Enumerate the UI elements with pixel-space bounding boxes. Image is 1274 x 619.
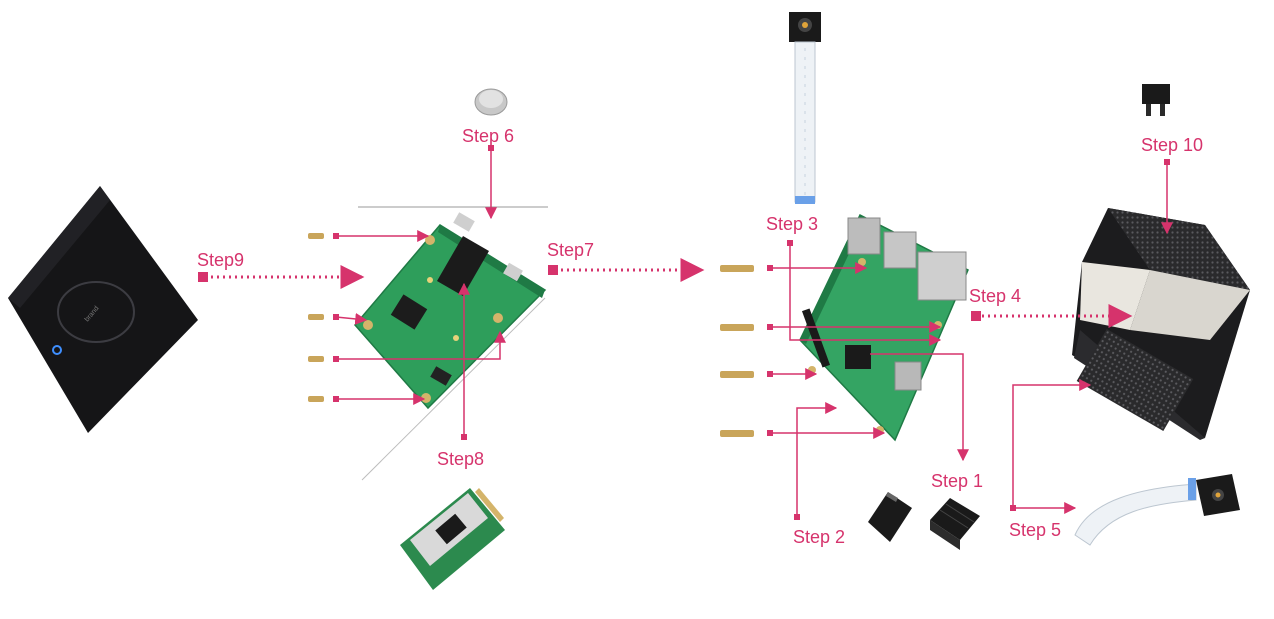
monitor-panel-icon: brand — [8, 186, 198, 433]
case-enclosure-icon — [1072, 208, 1250, 440]
heatsink-icon — [930, 498, 980, 550]
coin-battery-icon — [474, 88, 508, 116]
camera-module-icon — [789, 12, 821, 42]
step-7-label: Step7 — [547, 240, 595, 260]
connector-nodes — [198, 145, 1170, 520]
standoff-screw-icon — [308, 233, 324, 402]
standoff-screw-icon — [720, 265, 754, 437]
step-6-label: Step 6 — [462, 126, 515, 146]
step-9-label: Step9 — [197, 250, 245, 270]
step-2-label: Step 2 — [793, 527, 846, 547]
camera-module-icon — [1196, 474, 1240, 516]
step-8-label: Step8 — [437, 449, 485, 469]
ribbon-cable-icon — [794, 41, 816, 204]
expansion-board-icon — [354, 212, 547, 410]
step-10-label: Step 10 — [1141, 135, 1204, 155]
msata-ssd-icon — [400, 488, 505, 590]
microsd-card-icon — [868, 492, 912, 542]
step-3-label: Step 3 — [766, 214, 819, 234]
guide-line — [361, 297, 546, 481]
connector-arrows — [205, 148, 1173, 517]
step-5-label: Step 5 — [1009, 520, 1062, 540]
ribbon-cable-icon — [1074, 478, 1197, 546]
power-plug-icon — [1142, 84, 1170, 116]
step-4-label: Step 4 — [969, 286, 1022, 306]
step-1-label: Step 1 — [931, 471, 984, 491]
